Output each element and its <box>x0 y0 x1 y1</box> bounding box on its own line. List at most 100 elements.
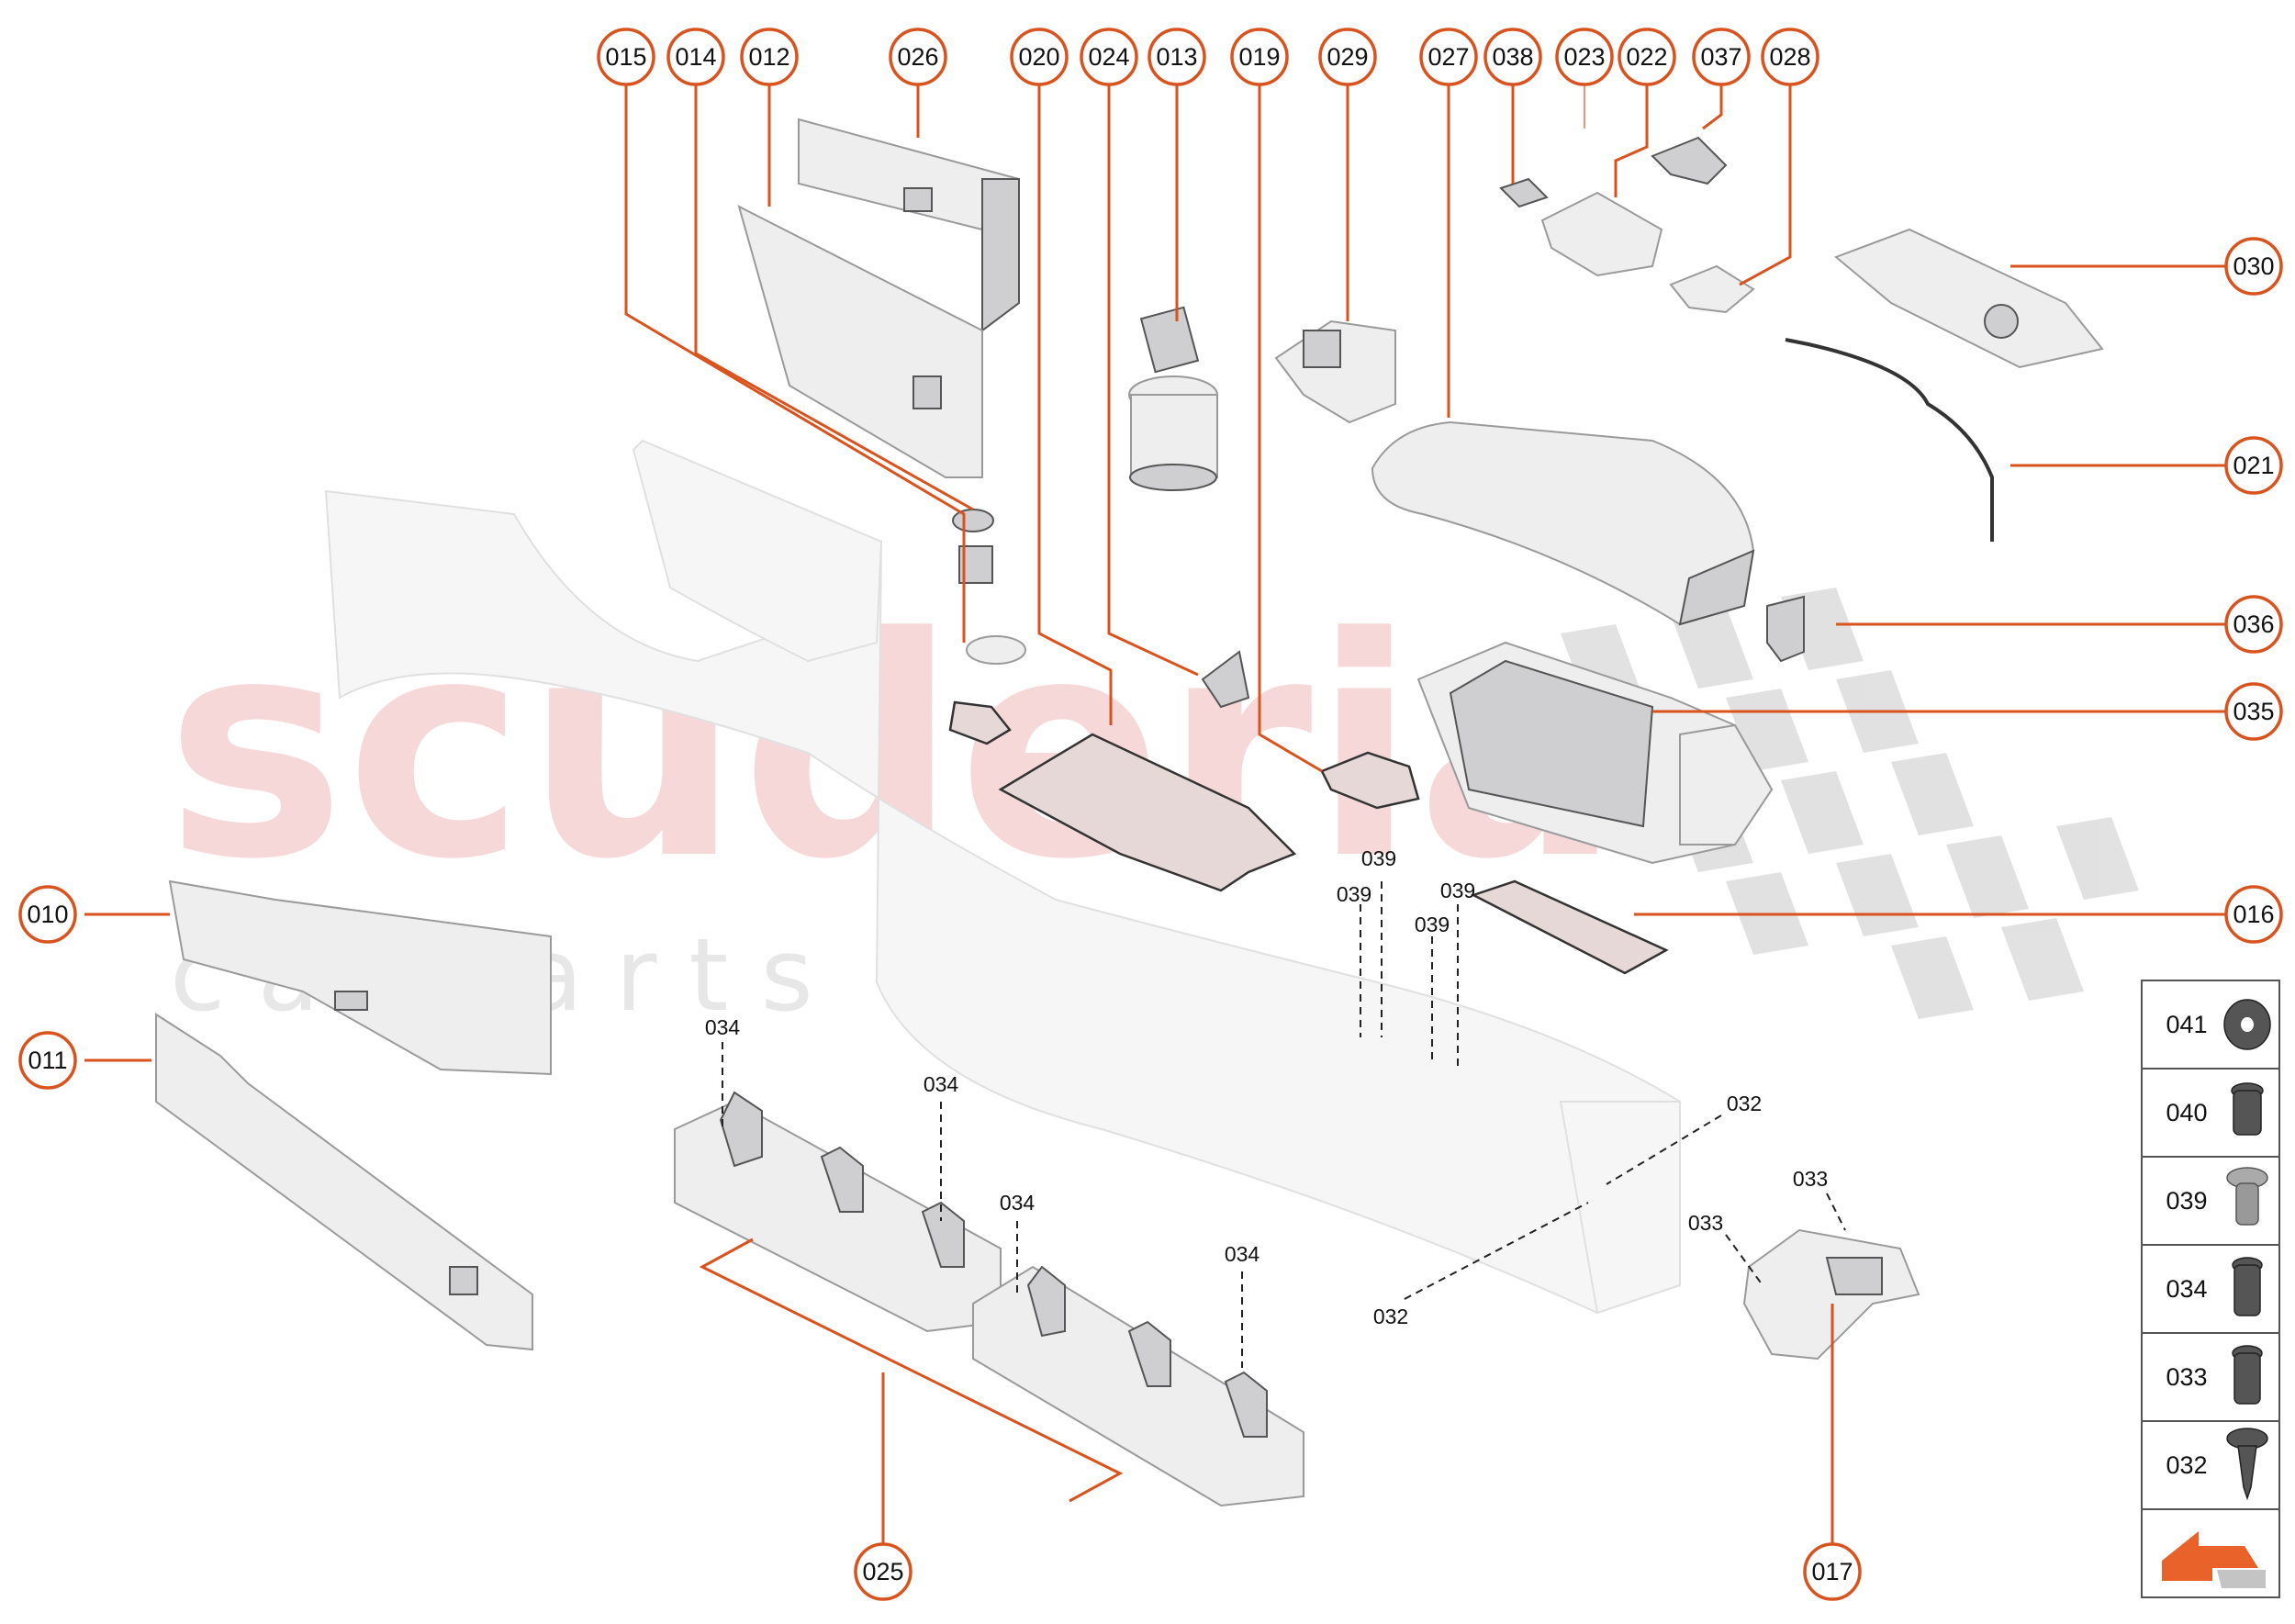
orientation-arrow-icon <box>2162 1531 2266 1588</box>
legend-code: 041 <box>2166 1011 2207 1038</box>
power-socket-014 <box>952 509 994 584</box>
legend-row-039: 039 <box>2166 1167 2268 1226</box>
callout-label: 030 <box>2233 252 2274 280</box>
label-033: 033 <box>1793 1167 1828 1191</box>
support-rail-025-left <box>674 1091 1002 1333</box>
bolt-icon <box>2232 1345 2263 1405</box>
callout-026[interactable]: 026 <box>889 28 947 86</box>
callout-021[interactable]: 021 <box>2224 436 2283 495</box>
clip-024 <box>1201 650 1250 709</box>
insulation-panel-011 <box>155 1013 533 1351</box>
rubber-mat-016 <box>1470 879 1669 975</box>
callout-label: 023 <box>1563 43 1605 71</box>
label-032: 032 <box>1373 1305 1408 1328</box>
callout-label: 024 <box>1088 43 1129 71</box>
legend-code: 033 <box>2166 1363 2207 1391</box>
callout-label: 021 <box>2233 452 2274 479</box>
latch-036 <box>1766 595 1805 663</box>
callout-015[interactable]: 015 <box>597 28 655 86</box>
callout-011[interactable]: 011 <box>18 1031 77 1090</box>
callout-014[interactable]: 014 <box>666 28 725 86</box>
callout-016[interactable]: 016 <box>2224 885 2283 944</box>
label-039: 039 <box>1440 879 1475 902</box>
legend-row-032: 032 <box>2166 1428 2268 1501</box>
legend-code: 039 <box>2166 1187 2207 1215</box>
label-034: 034 <box>1225 1242 1260 1266</box>
label-034: 034 <box>705 1015 741 1039</box>
callout-010[interactable]: 010 <box>18 885 77 944</box>
legend-code: 040 <box>2166 1099 2207 1126</box>
callout-030[interactable]: 030 <box>2224 237 2283 296</box>
label-039: 039 <box>1361 846 1396 870</box>
storage-bin-035 <box>1416 641 1774 865</box>
legend-code: 034 <box>2166 1275 2207 1303</box>
legend-row-041: 041 <box>2166 999 2271 1050</box>
callout-label: 011 <box>28 1047 67 1074</box>
legend-row-040: 040 <box>2166 1082 2264 1136</box>
callout-023[interactable]: 023 <box>1555 28 1614 86</box>
callout-028[interactable]: 028 <box>1761 28 1819 86</box>
callout-024[interactable]: 024 <box>1080 28 1138 86</box>
legend-row-033: 033 <box>2166 1345 2263 1405</box>
callout-012[interactable]: 012 <box>740 28 799 86</box>
callout-022[interactable]: 022 <box>1618 28 1676 86</box>
callout-label: 015 <box>605 43 646 71</box>
callout-label: 028 <box>1769 43 1810 71</box>
callout-label: 025 <box>862 1558 903 1585</box>
washer-icon <box>2223 999 2271 1050</box>
callout-label: 020 <box>1018 43 1059 71</box>
callout-label: 012 <box>748 43 789 71</box>
support-rail-025-right <box>972 1265 1304 1507</box>
dashed-leaders <box>722 881 1846 1368</box>
trim-panel-012 <box>737 205 983 478</box>
callout-label: 027 <box>1427 43 1469 71</box>
callout-label: 013 <box>1156 43 1197 71</box>
bracket-017 <box>1742 1228 1920 1361</box>
callout-label: 026 <box>897 43 938 71</box>
callout-label: 014 <box>675 43 716 71</box>
callout-038[interactable]: 038 <box>1483 28 1542 86</box>
callout-label: 017 <box>1811 1558 1853 1585</box>
callout-025[interactable]: 025 <box>854 1542 912 1601</box>
bolt-icon <box>2232 1257 2263 1316</box>
label-039: 039 <box>1337 882 1371 906</box>
label-039: 039 <box>1415 913 1450 936</box>
callout-013[interactable]: 013 <box>1148 28 1206 86</box>
screw-icon <box>2226 1167 2268 1226</box>
callout-label: 010 <box>27 901 68 928</box>
cable-021 <box>1785 338 1994 542</box>
cup-holder-013 <box>1128 306 1218 491</box>
callout-036[interactable]: 036 <box>2224 595 2283 654</box>
label-032: 032 <box>1727 1092 1762 1115</box>
callout-label: 016 <box>2233 901 2274 928</box>
callout-029[interactable]: 029 <box>1318 28 1377 86</box>
callout-027[interactable]: 027 <box>1419 28 1478 86</box>
callout-019[interactable]: 019 <box>1230 28 1289 86</box>
label-034: 034 <box>924 1072 959 1096</box>
callout-035[interactable]: 035 <box>2224 682 2283 741</box>
callout-label: 029 <box>1327 43 1368 71</box>
callout-020[interactable]: 020 <box>1010 28 1069 86</box>
armrest-lid-027 <box>1371 420 1755 626</box>
callout-label: 037 <box>1700 43 1741 71</box>
label-033: 033 <box>1688 1211 1723 1235</box>
callout-017[interactable]: 017 <box>1803 1542 1862 1601</box>
self-tapping-screw-icon <box>2226 1428 2268 1501</box>
bracket-029 <box>1274 319 1396 424</box>
mesh-pad-019 <box>1320 751 1420 810</box>
callout-label: 038 <box>1492 43 1533 71</box>
insulation-panel-010 <box>168 879 552 1076</box>
bolt-icon <box>2231 1082 2264 1136</box>
callout-label: 019 <box>1238 43 1280 71</box>
mesh-liner-020 <box>948 700 1297 892</box>
minor-labels: 039 039 039 039 034 034 034 034 032 032 … <box>705 846 1828 1328</box>
callout-label: 036 <box>2233 610 2274 638</box>
switch-module-cluster <box>1499 136 1755 314</box>
socket-bezel-015 <box>966 635 1026 665</box>
legend-code: 032 <box>2166 1451 2207 1479</box>
center-console-body <box>324 439 1681 1315</box>
callout-label: 035 <box>2233 698 2274 725</box>
leader-lines <box>84 75 2231 1572</box>
callout-037[interactable]: 037 <box>1692 28 1751 86</box>
